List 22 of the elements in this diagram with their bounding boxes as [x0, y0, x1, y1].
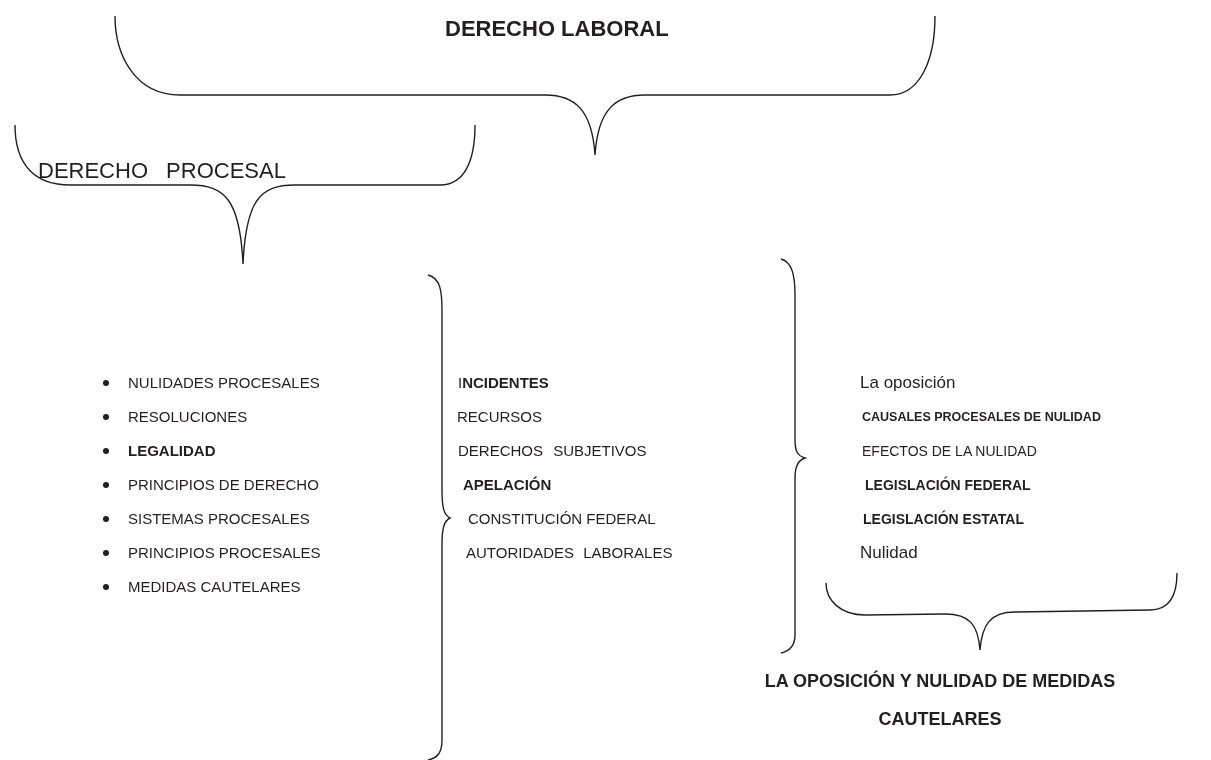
- list-item: NULIDADES PROCESALES: [128, 374, 320, 392]
- list-item: RECURSOS: [457, 408, 542, 426]
- list-item: AUTORIDADES LABORALES: [466, 544, 673, 562]
- list-item: APELACIÓN: [463, 476, 552, 494]
- list-item: LEGALIDAD: [128, 442, 216, 460]
- list-item: SISTEMAS PROCESALES: [128, 510, 310, 528]
- list-item: PRINCIPIOS PROCESALES: [128, 544, 321, 562]
- list-item: EFECTOS DE LA NULIDAD: [862, 442, 1037, 460]
- list-item: RESOLUCIONES: [128, 408, 248, 426]
- list-item: DERECHOS SUBJETIVOS: [458, 442, 647, 460]
- list-item: PRINCIPIOS DE DERECHO: [128, 476, 319, 494]
- title: DERECHO LABORAL: [445, 16, 669, 43]
- heading: DERECHO PROCESAL: [38, 158, 286, 185]
- list-item: Nulidad: [860, 542, 918, 564]
- list-item: CAUSALES PROCESALES DE NULIDAD: [862, 409, 1101, 425]
- heading: LA OPOSICIÓN Y NULIDAD DE MEDIDAS CAUTELARES: [763, 669, 1117, 731]
- list-item: LEGISLACIÓN ESTATAL: [863, 510, 1024, 528]
- list-item: La oposición: [860, 372, 956, 394]
- list-item: LEGISLACIÓN FEDERAL: [865, 476, 1031, 494]
- list-item: MEDIDAS CAUTELARES: [128, 578, 301, 596]
- list-item: INCIDENTES: [458, 374, 549, 392]
- list-item: CONSTITUCIÓN FEDERAL: [468, 510, 656, 528]
